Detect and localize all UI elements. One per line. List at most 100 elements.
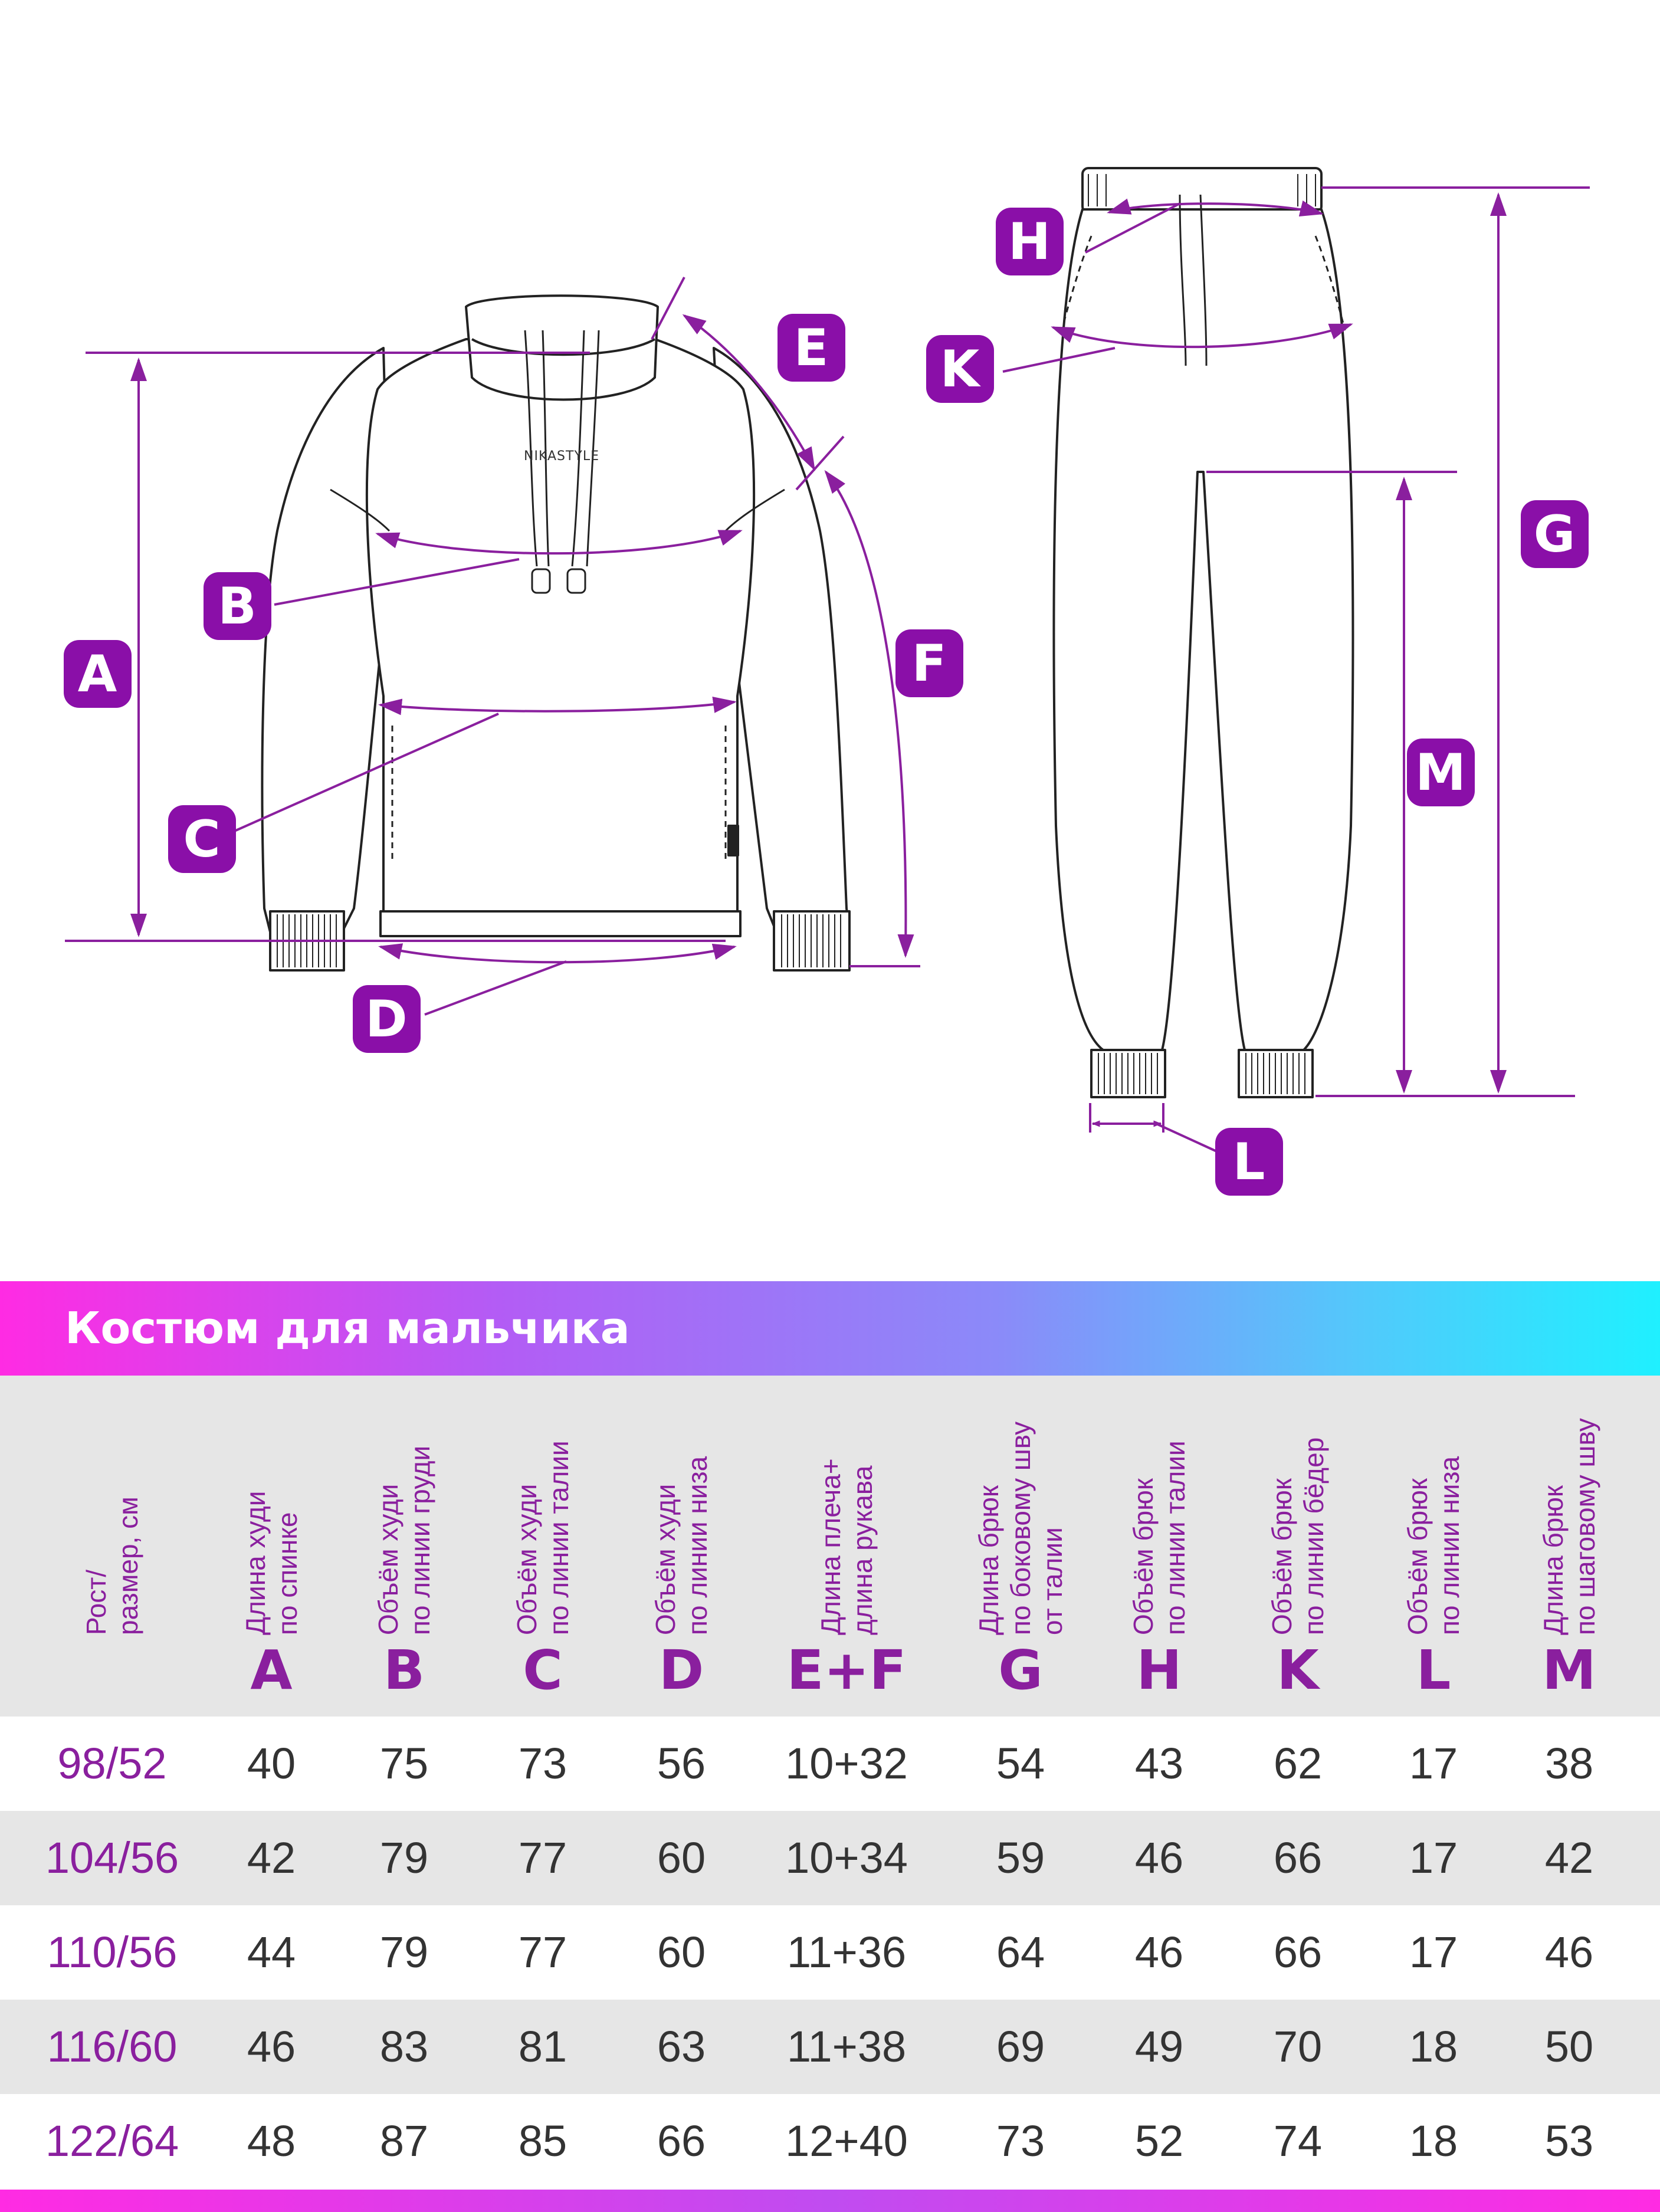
svg-text:E: E xyxy=(794,319,829,378)
column-letter: H xyxy=(1136,1639,1182,1702)
column-header-l-line: по линии низа xyxy=(1434,1456,1465,1635)
brand-logo: NIKASTYLE xyxy=(524,449,599,464)
column-letter: M xyxy=(1542,1639,1596,1702)
badge-G: G xyxy=(1521,500,1589,568)
column-header-e-plus-f-line: Длина плеча+ xyxy=(815,1458,846,1635)
value-cell: 50 xyxy=(1544,2022,1594,2071)
value-cell: 54 xyxy=(996,1739,1045,1788)
svg-text:M: M xyxy=(1415,743,1466,802)
badge-A: A xyxy=(64,640,132,708)
value-cell: 42 xyxy=(1544,1833,1594,1882)
column-letter: G xyxy=(998,1639,1043,1702)
column-header-c-line: по линии талии xyxy=(543,1440,574,1635)
value-cell: 83 xyxy=(379,2022,429,2071)
size-cell: 98/52 xyxy=(57,1739,167,1788)
value-cell: 60 xyxy=(657,1928,706,1977)
value-cell: 56 xyxy=(657,1739,706,1788)
value-cell: 79 xyxy=(379,1833,429,1882)
value-cell: 46 xyxy=(1544,1928,1594,1977)
pants-drawing xyxy=(1052,167,1354,1098)
badge-D: D xyxy=(353,985,421,1053)
size-column-header-line: размер, см xyxy=(113,1496,143,1635)
value-cell: 77 xyxy=(518,1833,567,1882)
column-header-k-line: Объём брюк xyxy=(1267,1478,1297,1635)
svg-text:K: K xyxy=(940,340,982,399)
size-diagram: NIKASTYLE xyxy=(64,167,1590,1196)
badge-M: M xyxy=(1407,739,1475,806)
value-cell: 87 xyxy=(379,2116,429,2165)
value-cell: 70 xyxy=(1273,2022,1323,2071)
svg-text:L: L xyxy=(1233,1133,1265,1192)
column-header-a-line: Длина худи xyxy=(240,1491,271,1635)
value-cell: 64 xyxy=(996,1928,1045,1977)
value-cell: 73 xyxy=(518,1739,567,1788)
table-title: Костюм для мальчика xyxy=(65,1303,630,1354)
measure-lines xyxy=(65,186,1590,1157)
value-cell: 63 xyxy=(657,2022,706,2071)
value-cell: 77 xyxy=(518,1928,567,1977)
column-header-d-line: Объём худи xyxy=(650,1484,681,1635)
value-cell: 17 xyxy=(1409,1739,1458,1788)
value-cell: 46 xyxy=(247,2022,296,2071)
size-cell: 104/56 xyxy=(45,1833,179,1882)
svg-text:B: B xyxy=(218,577,257,636)
value-cell: 18 xyxy=(1409,2116,1458,2165)
value-cell: 69 xyxy=(996,2022,1045,2071)
value-cell: 17 xyxy=(1409,1833,1458,1882)
value-cell: 79 xyxy=(379,1928,429,1977)
value-cell: 52 xyxy=(1134,2116,1184,2165)
value-cell: 85 xyxy=(518,2116,567,2165)
column-header-g-line: по боковому шву xyxy=(1005,1421,1036,1635)
value-cell: 10+32 xyxy=(785,1739,908,1788)
column-letter: B xyxy=(383,1639,425,1702)
svg-text:C: C xyxy=(183,810,220,869)
size-column-header-line: Рост/ xyxy=(81,1569,111,1635)
svg-text:H: H xyxy=(1008,212,1051,271)
svg-text:G: G xyxy=(1534,505,1576,564)
value-cell: 62 xyxy=(1273,1739,1323,1788)
value-cell: 46 xyxy=(1134,1833,1184,1882)
value-cell: 60 xyxy=(657,1833,706,1882)
column-letter: C xyxy=(523,1639,563,1702)
badge-E: E xyxy=(777,314,845,382)
column-header-g-line: от талии xyxy=(1037,1527,1068,1635)
value-cell: 11+38 xyxy=(786,2022,907,2071)
badge-H: H xyxy=(996,208,1064,275)
value-cell: 53 xyxy=(1544,2116,1594,2165)
size-cell: 116/60 xyxy=(47,2022,178,2071)
badge-L: L xyxy=(1215,1128,1283,1196)
column-letter: L xyxy=(1416,1639,1451,1702)
bottom-accent-bar xyxy=(0,2190,1660,2212)
value-cell: 74 xyxy=(1273,2116,1323,2165)
column-letter: E+F xyxy=(786,1639,907,1702)
value-cell: 46 xyxy=(1134,1928,1184,1977)
badge-K: K xyxy=(926,335,994,403)
value-cell: 66 xyxy=(1273,1928,1323,1977)
value-cell: 73 xyxy=(996,2116,1045,2165)
value-cell: 44 xyxy=(247,1928,296,1977)
value-cell: 75 xyxy=(379,1739,429,1788)
column-header-a-line: по спинке xyxy=(272,1512,303,1635)
column-letter: D xyxy=(658,1639,704,1702)
badge-B: B xyxy=(204,572,271,640)
svg-text:D: D xyxy=(365,990,407,1049)
table-title-bar: Костюм для мальчика xyxy=(0,1281,1660,1376)
column-letter: K xyxy=(1277,1639,1319,1702)
size-cell: 110/56 xyxy=(47,1928,178,1977)
column-header-h-line: Объём брюк xyxy=(1128,1478,1159,1635)
column-header-m-line: Длина брюк xyxy=(1538,1485,1569,1635)
badge-C: C xyxy=(168,805,236,873)
column-header-g-line: Длина брюк xyxy=(973,1485,1004,1635)
